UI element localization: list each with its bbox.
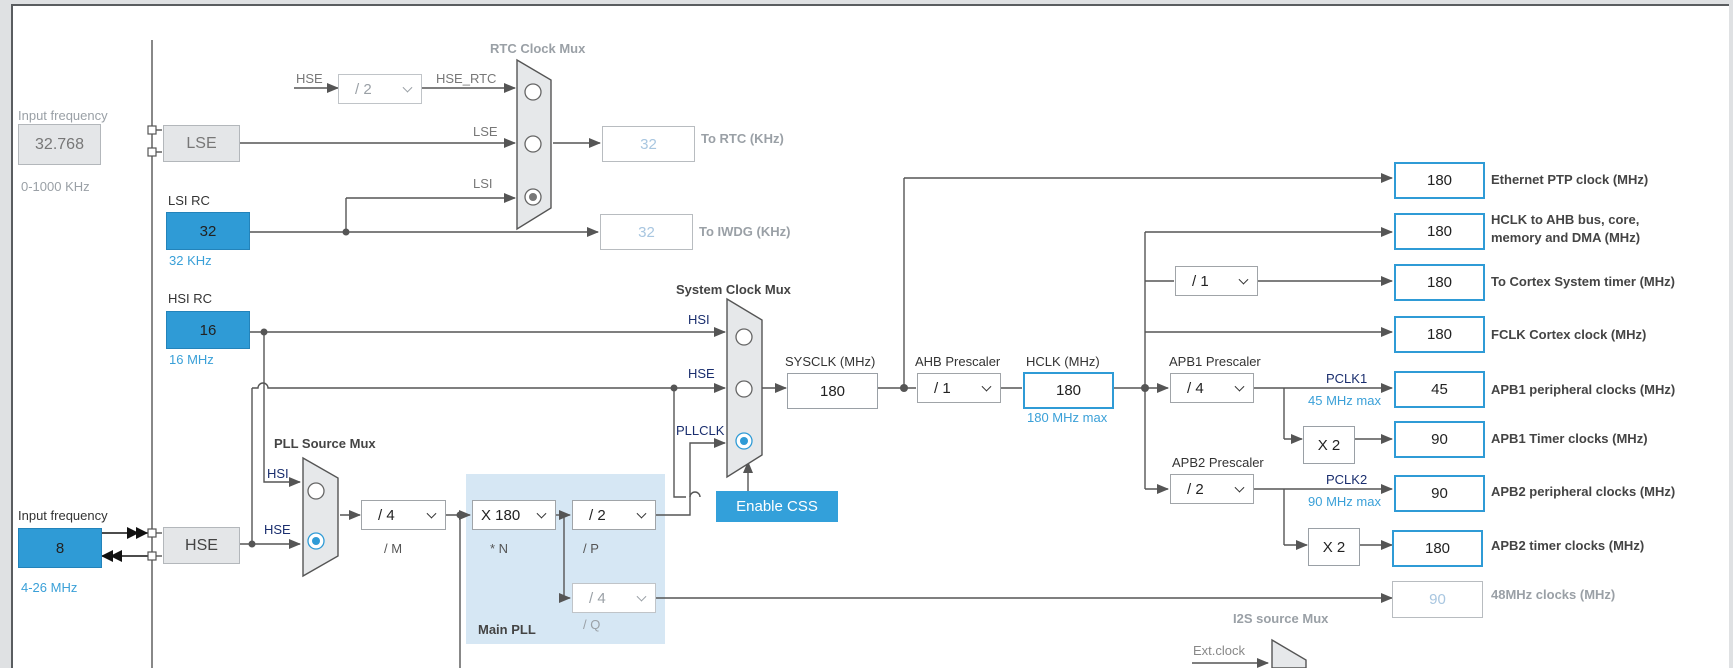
hclk-ahb-bus-label: HCLK to AHB bus, core, xyxy=(1491,212,1640,227)
apb1-prescaler-value: / 4 xyxy=(1187,379,1204,397)
pll-p-value: / 2 xyxy=(589,506,606,524)
pll-m-label: / M xyxy=(384,541,403,556)
hsi-frequency-label: 16 MHz xyxy=(169,352,214,367)
apb1-prescaler-label: APB1 Prescaler xyxy=(1169,354,1261,369)
pclk1-label: PCLK1 xyxy=(1326,371,1368,386)
cortex-system-timer-label: To Cortex System timer (MHz) xyxy=(1491,274,1675,289)
chevron-down-icon xyxy=(536,508,547,519)
pclk2-max-label: 90 MHz max xyxy=(1308,494,1381,509)
chevron-down-icon xyxy=(1234,381,1245,392)
ahb-prescaler-label: AHB Prescaler xyxy=(915,354,1001,369)
fclk-cortex-clock-label: FCLK Cortex clock (MHz) xyxy=(1491,327,1647,342)
hse-input-frequency-label: Input frequency xyxy=(18,508,108,523)
hse-rtc-divider-value: / 2 xyxy=(355,80,372,98)
rtc-clock-mux-title: RTC Clock Mux xyxy=(490,41,586,56)
ethernet-ptp-clock-field[interactable]: 180 xyxy=(1394,162,1485,199)
hclk-label: HCLK (MHz) xyxy=(1026,354,1100,369)
hclk-max-label: 180 MHz max xyxy=(1027,410,1108,425)
pll-m-divider-select[interactable]: / 4 xyxy=(361,500,446,530)
hse-rtc-divider-select[interactable]: / 2 xyxy=(338,74,422,104)
chevron-down-icon xyxy=(426,508,437,519)
to-iwdg-label: To IWDG (KHz) xyxy=(699,224,791,239)
hclk-ahb-bus-field[interactable]: 180 xyxy=(1394,213,1485,250)
rtc-lsi-input-label: LSI xyxy=(473,176,493,191)
lsi-frequency-label: 32 KHz xyxy=(169,253,212,268)
rtc-hse-input-label: HSE xyxy=(296,71,323,86)
ahb-prescaler-value: / 1 xyxy=(934,379,951,397)
to-rtc-label: To RTC (KHz) xyxy=(701,131,784,146)
pll-p-divider-select[interactable]: / 2 xyxy=(572,500,656,530)
chevron-down-icon xyxy=(981,381,992,392)
rtc-hse-rtc-label: HSE_RTC xyxy=(436,71,497,86)
pll-source-mux-title: PLL Source Mux xyxy=(274,436,376,451)
to-iwdg-value-field[interactable]: 32 xyxy=(600,214,693,250)
apb2-prescaler-value: / 2 xyxy=(1187,480,1204,498)
pll-q-value: / 4 xyxy=(589,589,606,607)
apb2-peripheral-clocks-field[interactable]: 90 xyxy=(1394,475,1485,512)
hsi-rc-block[interactable]: 16 xyxy=(166,311,250,349)
main-pll-title: Main PLL xyxy=(478,622,536,637)
lse-range-label: 0-1000 KHz xyxy=(21,179,90,194)
lse-input-frequency-field[interactable]: 32.768 xyxy=(18,124,101,165)
apb1-timer-clocks-field[interactable]: 90 xyxy=(1394,421,1485,458)
hsi-rc-label: HSI RC xyxy=(168,291,213,306)
apb2-prescaler-label: APB2 Prescaler xyxy=(1172,455,1264,470)
lse-block[interactable]: LSE xyxy=(163,125,240,162)
pll-n-value: X 180 xyxy=(481,506,521,524)
cortex-timer-divider-select[interactable]: / 1 xyxy=(1175,266,1258,296)
fclk-cortex-clock-field[interactable]: 180 xyxy=(1394,316,1485,353)
i2s-source-mux-title: I2S source Mux xyxy=(1233,611,1329,626)
cortex-timer-divider-value: / 1 xyxy=(1192,272,1209,290)
pclk2-label: PCLK2 xyxy=(1326,472,1368,487)
lse-input-frequency-label: Input frequency xyxy=(18,108,108,123)
pll-n-multiplier-select[interactable]: X 180 xyxy=(472,500,556,530)
apb2-prescaler-select[interactable]: / 2 xyxy=(1170,474,1254,504)
apb1-timer-multiplier: X 2 xyxy=(1303,426,1355,464)
chevron-down-icon xyxy=(636,591,647,602)
chevron-down-icon xyxy=(1234,482,1245,493)
pll-m-value: / 4 xyxy=(378,506,395,524)
clocks-48mhz-label: 48MHz clocks (MHz) xyxy=(1491,587,1616,602)
system-clock-mux-title: System Clock Mux xyxy=(676,282,791,297)
rtc-lse-input-label: LSE xyxy=(473,124,498,139)
pll-mux-hse-label: HSE xyxy=(264,522,291,537)
sysclk-value-field[interactable]: 180 xyxy=(787,373,878,409)
hse-block[interactable]: HSE xyxy=(163,527,240,564)
pll-n-label: * N xyxy=(490,541,509,556)
lsi-rc-block[interactable]: 32 xyxy=(166,212,250,250)
i2s-ext-clock-label: Ext.clock xyxy=(1193,643,1246,658)
apb2-peripheral-clocks-label: APB2 peripheral clocks (MHz) xyxy=(1491,484,1676,499)
chevron-down-icon xyxy=(636,508,647,519)
hse-range-label: 4-26 MHz xyxy=(21,580,78,595)
ethernet-ptp-clock-label: Ethernet PTP clock (MHz) xyxy=(1491,172,1649,187)
ahb-prescaler-select[interactable]: / 1 xyxy=(917,373,1001,403)
pll-q-divider-select[interactable]: / 4 xyxy=(572,583,656,613)
chevron-down-icon xyxy=(402,82,413,93)
apb1-timer-clocks-label: APB1 Timer clocks (MHz) xyxy=(1491,431,1648,446)
apb1-peripheral-clocks-field[interactable]: 45 xyxy=(1394,371,1485,408)
hclk-ahb-bus-label-line2: memory and DMA (MHz) xyxy=(1491,230,1641,245)
enable-css-button[interactable]: Enable CSS xyxy=(716,491,838,522)
sys-mux-hse-label: HSE xyxy=(688,366,715,381)
apb1-peripheral-clocks-label: APB1 peripheral clocks (MHz) xyxy=(1491,382,1676,397)
clocks-48mhz-field[interactable]: 90 xyxy=(1392,581,1483,618)
pclk1-max-label: 45 MHz max xyxy=(1308,393,1381,408)
apb1-prescaler-select[interactable]: / 4 xyxy=(1170,373,1254,403)
apb2-timer-multiplier: X 2 xyxy=(1308,528,1360,566)
pll-mux-hsi-label: HSI xyxy=(267,466,289,481)
lsi-rc-label: LSI RC xyxy=(168,193,210,208)
to-rtc-value-field[interactable]: 32 xyxy=(602,126,695,162)
cortex-system-timer-field[interactable]: 180 xyxy=(1394,264,1485,301)
apb2-timer-clocks-label: APB2 timer clocks (MHz) xyxy=(1491,538,1645,553)
pll-p-label: / P xyxy=(583,541,599,556)
hse-input-frequency-field[interactable]: 8 xyxy=(18,528,102,568)
sys-mux-pllclk-label: PLLCLK xyxy=(676,423,725,438)
chevron-down-icon xyxy=(1238,274,1249,285)
sys-mux-hsi-label: HSI xyxy=(688,312,710,327)
hclk-value-field[interactable]: 180 xyxy=(1023,372,1114,409)
pll-q-label: / Q xyxy=(583,617,601,632)
apb2-timer-clocks-field[interactable]: 180 xyxy=(1392,530,1483,567)
sysclk-label: SYSCLK (MHz) xyxy=(785,354,876,369)
